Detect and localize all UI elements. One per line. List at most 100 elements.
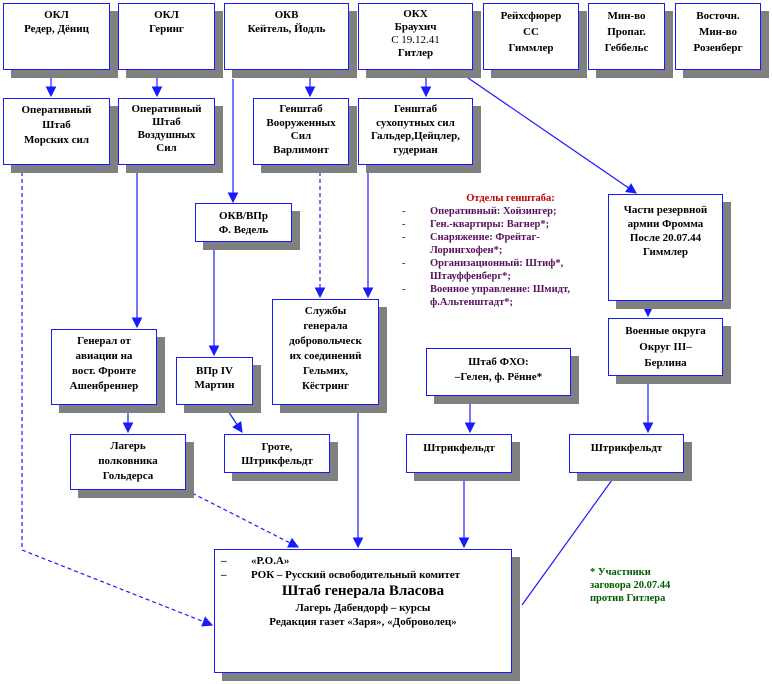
footnote-line: против Гитлера [590,593,666,604]
box-line: Мартин [194,379,235,391]
box-line: Сил [156,142,177,154]
main-bullet-text: «Р.О.А» [251,555,290,567]
box-line: Генштаб [393,103,438,115]
box-fho-staff: Штаб ФХО:–Гелен, ф. Рённе* [426,348,571,396]
box-line: Кёстринг [301,380,350,392]
box-line: Мин-во [607,10,646,22]
bullet: - [402,232,406,243]
box-line: Штрикфельдт [423,442,495,454]
connector-dashed [185,489,300,548]
department-text: Оперативный: Хойзингер; [430,206,557,217]
box-line: Геббельс [604,42,649,54]
box-line: Воздушных [137,129,196,141]
department-item: - Организационный: Штиф*, Штауффенберг*; [402,257,597,283]
connector [454,68,637,194]
box-line: Ашенбреннер [69,380,139,392]
box-line: вост. Фронте [71,365,136,377]
main-title: Штаб генерала Власова [281,583,445,599]
box-line: Гроте, [261,441,293,453]
footnote-line: * Участники [590,567,651,578]
box-line: Части резервной [623,204,708,216]
box-line: Браухич [394,21,437,33]
box-line: ОКЛ [44,9,69,21]
box-line: Округ III– [639,341,692,353]
box-line: Редер, Дёниц [24,23,89,35]
box-line: Гальдер,Цейцлер, [371,130,460,142]
department-text: Военное управление: Шмидт, ф.Альтенштадт… [430,284,570,308]
box-line: Гольдерса [102,470,154,482]
dash: – [221,569,227,581]
box-line: Розенберг [693,42,743,54]
box-okl-air: ОКЛ Геринг [118,3,215,70]
box-line: Ф. Ведель [218,224,269,236]
department-item: - Снаряжение: Фрейтаг-Лорингхофен*; [402,231,597,257]
box-okv-vpr: ОКВ/ВПр Ф. Ведель [195,203,292,242]
box-line: Штаб ФХО: [468,356,529,368]
connector-dashed [21,165,214,627]
box-line: сухопутных сил [376,116,455,129]
box-line: Гитлер [397,47,434,59]
main-line: Лагерь Дабендорф – курсы [295,602,431,614]
box-strikfeldt-1: Штрикфельдт [406,434,512,473]
box-line: генерала [303,320,348,332]
box-line: добровольческ [289,335,362,347]
box-line: ОКВ/ВПр [219,210,268,222]
bullet: - [402,206,406,217]
box-line: Генерал от [77,335,131,347]
box-line: Штрикфельдт [241,455,313,467]
box-line: Генштаб [279,103,323,115]
connector [521,472,618,606]
connector [223,404,243,433]
department-item: - Военное управление: Шмидт, ф.Альтенштад… [402,283,597,309]
department-text: Снаряжение: Фрейтаг-Лорингхофен*; [430,232,540,256]
box-line: Штаб [42,119,71,131]
box-vlasov-hq: – «Р.О.А» – РОК – Русский освободительный … [214,549,512,673]
box-okl-navy: ОКЛ Редер, Дёниц [3,3,110,70]
bullet: - [402,258,406,269]
box-line: Военные округа [625,325,706,337]
footnote-line: заговора 20.07.44 [590,580,671,591]
main-bullet-text: РОК – Русский освободительный комитет [251,569,461,581]
department-text: Ген.-квартиры: Вагнер*; [430,219,550,230]
box-line: Вооруженных [266,116,336,129]
box-line: ОКВ [274,9,299,21]
box-line: Геринг [149,23,184,35]
main-bullet: – РОК – Русский освободительный комитет [221,568,505,582]
dash: – [221,555,227,567]
main-line: Редакция газет «Заря», «Доброволец» [269,616,457,628]
box-line: Сил [290,130,312,142]
box-line: Мин-во [698,26,738,38]
box-line: ОКЛ [154,9,179,21]
box-line: Рейхсфюрер [500,10,562,22]
box-line: Оперативный [21,104,92,116]
box-line: армии Фромма [627,218,704,230]
department-item: - Оперативный: Хойзингер; [402,205,597,218]
bullet: - [402,219,406,230]
box-line: Варлимонт [273,143,329,156]
box-line: Гиммлер [642,246,689,258]
box-line: Лагерь [110,440,146,452]
box-line: Гиммлер [508,42,554,54]
box-line: полковника [98,455,158,467]
box-line: Кейтель, Йодль [247,23,326,35]
box-line: СС [523,26,539,38]
bullet: - [402,284,406,295]
departments-title: Отделы генштаба: [466,193,555,204]
box-line: Пропаг. [607,26,646,38]
department-text: Организационный: Штиф*, Штауффенберг*; [430,258,564,282]
general-staff-departments: Отделы генштаба: - Оперативный: Хойзингер… [402,192,597,309]
main-bullet: – «Р.О.А» [221,554,505,568]
